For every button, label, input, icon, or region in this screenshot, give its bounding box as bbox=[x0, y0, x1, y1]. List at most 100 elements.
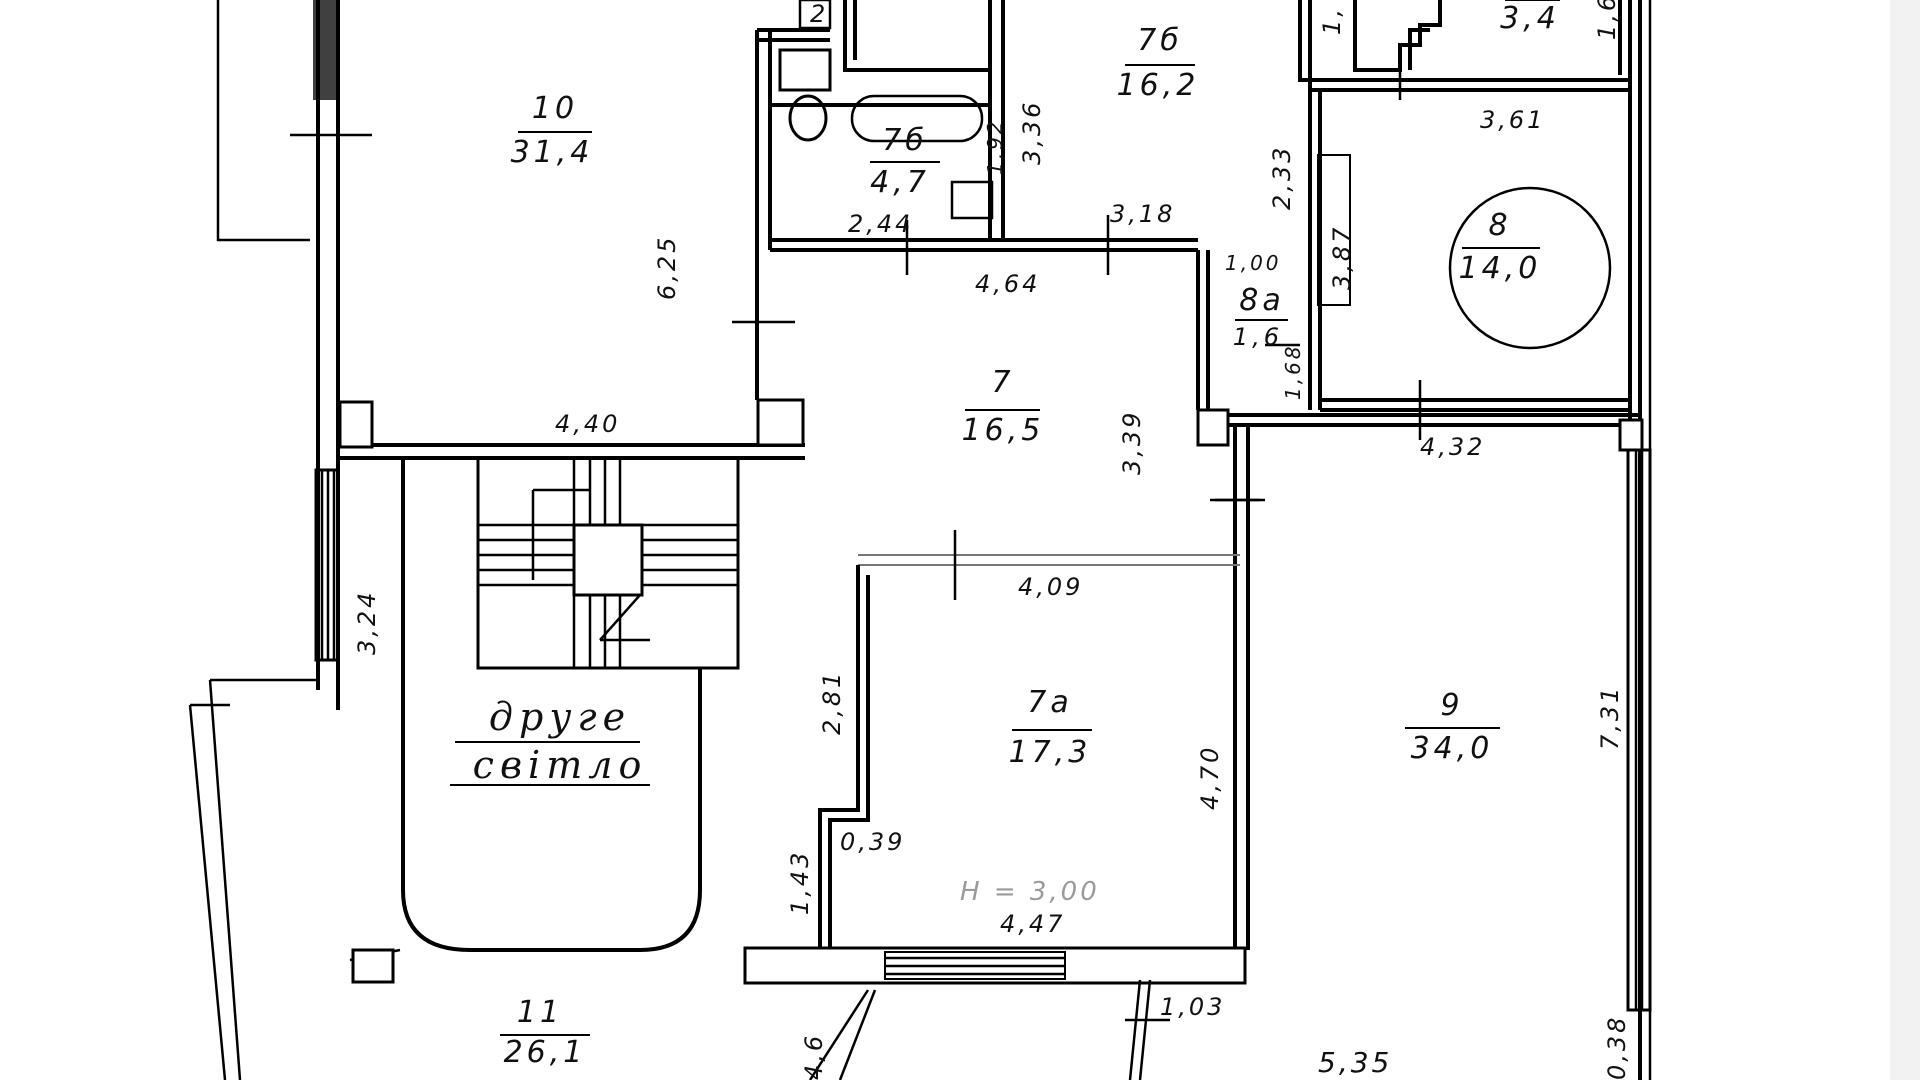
stair-well bbox=[572, 523, 644, 597]
dimension-ticks bbox=[905, 55, 1422, 502]
ceiling-height-note: H = 3,00 bbox=[960, 877, 1100, 907]
dim-1-00: 1,00 bbox=[1225, 251, 1282, 275]
wall-8a-left bbox=[1196, 250, 1210, 410]
pillar-left bbox=[338, 400, 374, 449]
dim-3-24: 3,24 bbox=[353, 590, 381, 655]
room-10-number: 10 bbox=[532, 91, 578, 126]
room-9-number: 9 bbox=[1440, 688, 1463, 723]
room-10-area: 31,4 bbox=[511, 135, 594, 170]
bath-right-wall bbox=[988, 0, 1005, 240]
window-room9-lines bbox=[1634, 450, 1644, 1010]
wall-room8-left bbox=[1308, 90, 1322, 410]
round-table bbox=[1448, 186, 1612, 350]
dim-1-92: 1,92 bbox=[983, 118, 1007, 175]
room-7-area: 16,5 bbox=[962, 413, 1045, 448]
toilet-tank bbox=[778, 48, 832, 92]
dim-0-39: 0,39 bbox=[840, 828, 905, 856]
dim-4-70: 4,70 bbox=[1196, 745, 1224, 810]
pillar-center bbox=[756, 398, 805, 447]
left-top-balcony bbox=[216, 0, 310, 242]
dim-0-38: 0,38 bbox=[1603, 1015, 1631, 1080]
stair-arrows bbox=[531, 488, 650, 642]
dim-4-09: 4,09 bbox=[1018, 573, 1083, 601]
right-exterior-wall bbox=[1628, 0, 1642, 1080]
room-8a-area: 1,6 bbox=[1233, 323, 1283, 351]
dim-4-32: 4,32 bbox=[1420, 433, 1485, 461]
dim-2: 2 bbox=[810, 0, 828, 28]
top-closet bbox=[843, 0, 992, 72]
dim-4-6: 4,6 bbox=[800, 1033, 828, 1080]
dim-1-6-top: 1,6 bbox=[1593, 0, 1621, 40]
window-7a-lines bbox=[885, 956, 1065, 976]
bathroom-walls bbox=[770, 103, 1000, 242]
second-light-line1: друге bbox=[489, 695, 631, 739]
room-8-area: 14,0 bbox=[1459, 251, 1542, 286]
sink bbox=[950, 180, 994, 220]
dim-3-18: 3,18 bbox=[1110, 200, 1175, 228]
wall-room8-bottom bbox=[1320, 398, 1630, 412]
wall-7v-step bbox=[1408, 28, 1430, 70]
room-7b-number: 7б bbox=[1137, 23, 1183, 58]
left-wall-window-lines bbox=[320, 470, 336, 660]
dim-2-81: 2,81 bbox=[818, 670, 846, 735]
dim-1-03: 1,03 bbox=[1160, 993, 1225, 1021]
dim-1-68: 1,68 bbox=[1281, 343, 1305, 400]
pillar-right bbox=[1618, 418, 1644, 452]
right-margin bbox=[1890, 0, 1920, 1080]
wall-room9-left bbox=[1233, 425, 1250, 950]
dim-1-top: 1, bbox=[1318, 6, 1346, 35]
room-7-bath-label: 7б 4,7 bbox=[870, 123, 940, 200]
room-7b-area: 16,2 bbox=[1117, 68, 1200, 103]
room-11-label: 11 26,1 bbox=[500, 995, 590, 1070]
wall-room10-bottom bbox=[338, 443, 805, 460]
dim-1-43: 1,43 bbox=[786, 850, 814, 915]
left-bottom-balcony bbox=[188, 678, 318, 1080]
dim-3-36: 3,36 bbox=[1018, 100, 1046, 165]
wall-room8-top bbox=[1310, 78, 1630, 92]
room-8a-number: 8а bbox=[1239, 283, 1284, 318]
wall-room10-right bbox=[755, 30, 772, 400]
bottom-walls bbox=[808, 979, 1152, 1080]
second-light-void bbox=[401, 460, 702, 952]
room-7-bath-area: 4,7 bbox=[870, 165, 930, 200]
radiator-8 bbox=[1317, 154, 1351, 306]
pillar-8a bbox=[1196, 408, 1230, 447]
room-7v-area: 3,4 bbox=[1500, 1, 1560, 36]
room-7a-area: 17,3 bbox=[1009, 735, 1092, 770]
staircase bbox=[476, 456, 740, 670]
room-7a-label: 7а 17,3 bbox=[1009, 685, 1092, 770]
room-8-number: 8 bbox=[1488, 208, 1511, 243]
dim-6-25: 6,25 bbox=[653, 235, 681, 300]
dim-3-39: 3,39 bbox=[1118, 410, 1146, 475]
wall-room7a-left bbox=[818, 565, 870, 950]
wall-room9-top bbox=[1228, 413, 1640, 427]
stair-steps bbox=[478, 458, 738, 668]
room-11-area: 26,1 bbox=[504, 1035, 587, 1070]
room-10-label: 10 31,4 bbox=[511, 91, 594, 170]
room-7-bath-number: 7б bbox=[882, 123, 928, 158]
room-9-label: 9 34,0 bbox=[1405, 688, 1500, 766]
room-8a-label: 8а 1,6 bbox=[1233, 283, 1288, 351]
wall-top-small bbox=[757, 28, 830, 42]
bathtub bbox=[850, 94, 984, 143]
room-7-number: 7 bbox=[991, 365, 1014, 400]
wall-room7a-top bbox=[858, 554, 1240, 566]
room-9-area: 34,0 bbox=[1411, 731, 1494, 766]
wall-7v bbox=[1353, 0, 1442, 72]
dim-3-61: 3,61 bbox=[1480, 106, 1545, 134]
room-11-number: 11 bbox=[517, 995, 563, 1030]
top-small-box bbox=[798, 0, 832, 30]
room-7b-label: 7б 16,2 bbox=[1117, 23, 1200, 103]
dim-4-40: 4,40 bbox=[555, 410, 620, 438]
second-light-line2: світло bbox=[473, 743, 648, 787]
room-7v-label: 3,4 bbox=[1500, 0, 1560, 36]
dim-4-64: 4,64 bbox=[975, 270, 1040, 298]
dim-3-87: 3,87 bbox=[1328, 225, 1356, 290]
window-room9 bbox=[1626, 448, 1652, 1012]
left-wall-window-top bbox=[313, 0, 338, 100]
dim-2-33: 2,33 bbox=[1268, 145, 1296, 210]
pillar-bottom-left bbox=[351, 948, 395, 984]
dim-7-31: 7,31 bbox=[1596, 685, 1624, 750]
